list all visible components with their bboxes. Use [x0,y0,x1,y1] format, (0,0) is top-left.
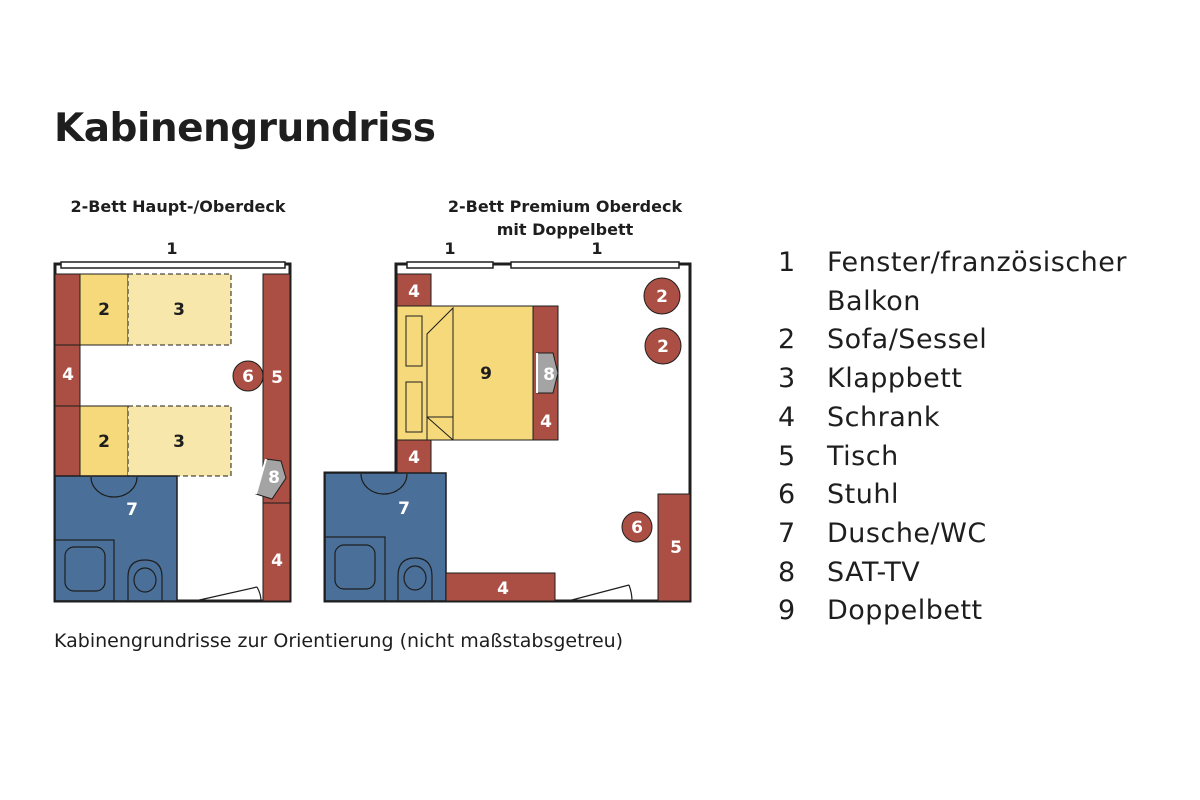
armchair-bottom-label: 2 [657,337,669,357]
wardrobe-bottom-label: 4 [271,551,283,571]
folding-bed-top-label: 3 [173,300,185,320]
toilet-seat [133,567,157,593]
legend-number: 9 [778,595,796,627]
caption: Kabinengrundrisse zur Orientierung (nich… [54,630,624,652]
legend-item: 4 Schrank [778,399,1188,438]
wardrobe-bottom [445,572,556,602]
wardrobe-bottom-label: 4 [497,579,509,599]
table [657,493,691,602]
legend-number: 3 [778,363,796,395]
shower-tray [324,536,386,602]
legend-text-line2: Balkon [827,285,921,317]
window-label: 1 [166,239,177,258]
legend-number: 4 [778,401,796,433]
folding-bed-top [127,273,232,346]
plan-standard: 1 4 2 3 2 3 6 5 4 8 7 [53,239,292,603]
wardrobe-bottom [262,502,291,602]
armchair-top-label: 2 [656,287,668,307]
chair-label: 6 [242,367,254,387]
window [60,261,286,269]
legend-text: Doppelbett [827,595,983,627]
bathroom-door-swing [90,476,138,498]
plan-premium-title: 2-Bett Premium Oberdeck mit Doppelbett [420,195,710,241]
legend-number: 2 [778,324,796,356]
armchair-top [643,277,681,315]
shower-drain [64,546,106,592]
wardrobe-below-bed-label: 4 [408,448,420,468]
shower-drain [334,544,376,590]
window-right [510,261,680,269]
legend-text: Tisch [827,440,899,472]
plan-premium: 1 1 4 9 4 8 4 2 2 7 [323,239,692,603]
entrance-door [194,586,258,602]
entrance-door [567,584,630,602]
sofa-bottom [79,405,129,477]
plan-premium-title-line1: 2-Bett Premium Oberdeck [447,197,683,216]
table-label: 5 [670,538,682,558]
toilet [397,557,433,601]
armchair-bottom [644,327,682,365]
legend-number: 5 [778,440,796,472]
plan-standard-title: 2-Bett Haupt-/Oberdeck [70,197,286,216]
legend-number: 8 [778,556,796,588]
tv-label: 8 [268,468,280,488]
wardrobe-mid-label: 4 [62,365,74,385]
page-title: Kabinengrundriss [54,106,436,151]
legend-text: SAT-TV [827,556,921,588]
folding-bed-bottom-label: 3 [173,432,185,452]
bathroom-door-swing [360,473,408,495]
legend-item: 8 SAT-TV [778,554,1188,593]
legend-text: Klappbett [827,363,963,395]
legend-text: Dusche/WC [827,517,987,549]
bathroom-label: 7 [398,499,410,519]
legend-number: 6 [778,479,796,511]
tv-label: 8 [543,365,555,385]
window-left-label: 1 [444,239,455,258]
legend-text: Fenster/französischer Balkon [827,244,1188,321]
table-label: 5 [271,368,283,388]
window-left [406,261,494,269]
sofa-top-label: 2 [98,300,110,320]
wardrobe-beside-bed-label: 4 [540,412,552,432]
pillow-bottom [405,381,423,433]
legend-item: 1 Fenster/französischer Balkon [778,244,1188,321]
legend-text-line1: Fenster/französischer [827,247,1127,278]
legend: 1 Fenster/französischer Balkon 2 Sofa/Se… [778,244,1188,631]
wardrobe-top-label: 4 [408,282,420,302]
legend-item: 6 Stuhl [778,476,1188,515]
pillow-top [405,315,423,367]
double-bed-label: 9 [480,364,492,384]
entrance-door-swing [256,586,262,602]
wardrobe-strip-top [54,273,81,346]
legend-item: 5 Tisch [778,438,1188,477]
legend-item: 3 Klappbett [778,360,1188,399]
wardrobe-strip-bottom [54,405,81,477]
legend-item: 9 Doppelbett [778,592,1188,631]
tv-screen-edge [255,458,267,495]
sofa-bottom-label: 2 [98,432,110,452]
shower-tray [54,539,115,602]
bathroom [54,475,178,602]
legend-text: Sofa/Sessel [827,324,988,356]
bathroom-label: 7 [126,500,138,520]
blanket-crease [426,416,454,441]
toilet-seat [403,565,427,591]
legend-number: 7 [778,517,796,549]
legend-text: Schrank [827,401,940,433]
entrance-door-swing [628,584,633,602]
legend-number: 1 [778,247,796,278]
chair [621,511,653,543]
plan-premium-title-line2: mit Doppelbett [496,220,634,239]
legend-item: 2 Sofa/Sessel [778,321,1188,360]
chair-label: 6 [631,518,643,538]
legend-text: Stuhl [827,479,899,511]
legend-item: 7 Dusche/WC [778,515,1188,554]
toilet [127,559,163,601]
folding-bed-bottom [127,405,232,477]
window-right-label: 1 [591,239,602,258]
